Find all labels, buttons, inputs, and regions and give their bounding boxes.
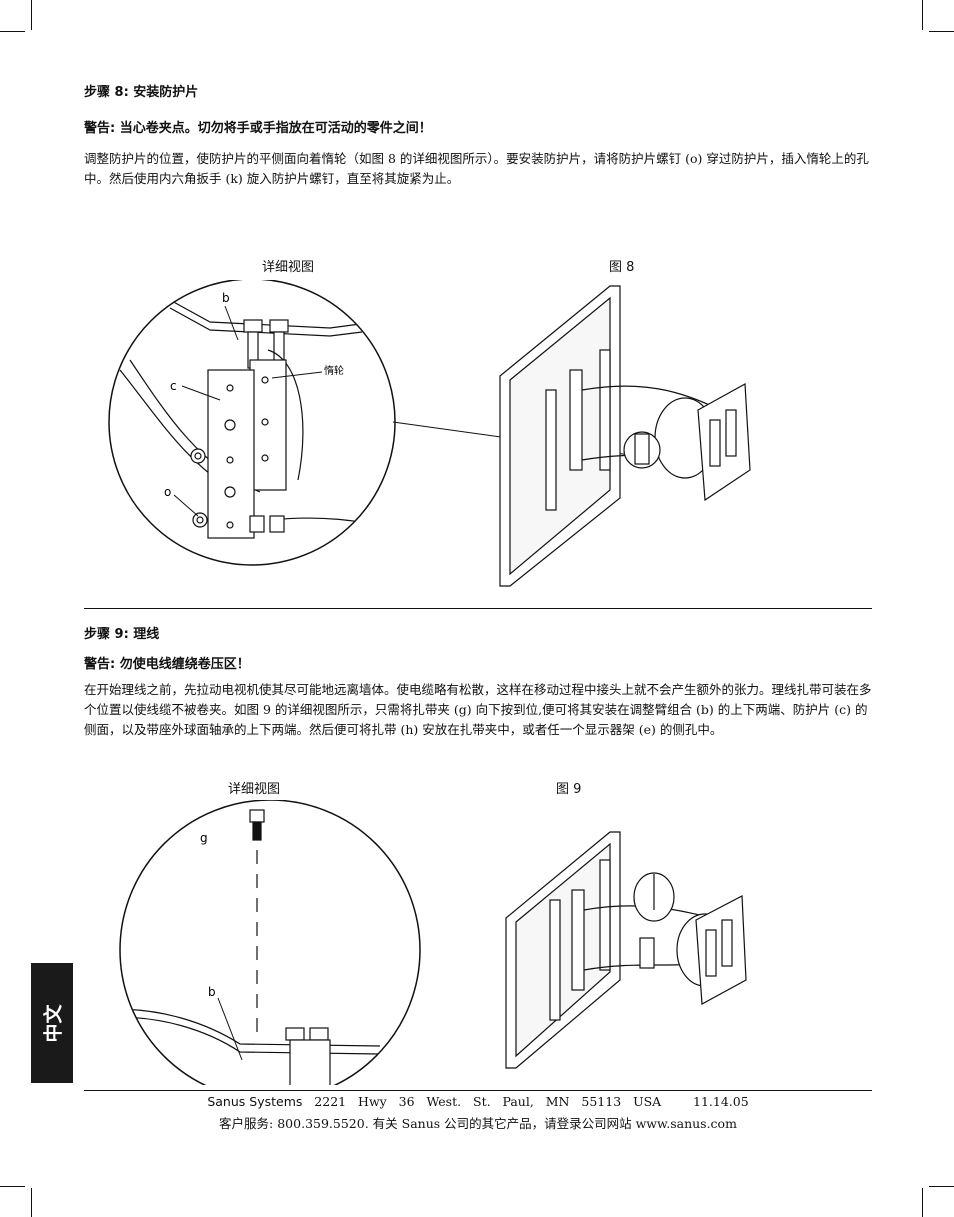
footer-divider [84,1090,872,1091]
callout-b: b [208,985,216,999]
step8-figure-label: 图 8 [609,260,635,275]
figure-8-illustration: b 惰轮 c o [108,280,751,587]
footer-address: 2221 Hwy 36 West. St. Paul, MN 55113 USA… [302,1094,749,1109]
crop-mark [0,31,25,32]
section-divider [84,608,872,609]
step8-detail-label: 详细视图 [262,260,315,275]
figure-9-illustration: g b [119,800,747,1085]
footer-service-line: 客户服务: 800.359.5520. 有关 Sanus 公司的其它产品，请登录… [219,1116,737,1131]
crop-mark [0,1186,25,1187]
crop-mark [31,0,32,30]
callout-c: c [170,379,177,393]
step8-body: 调整防护片的位置，使防护片的平侧面向着惰轮（如图 8 的详细视图所示）。要安装防… [84,151,869,186]
step9-warning: 警告: 勿使电线缠绕卷压区！ [84,657,250,672]
callout-g: g [200,831,208,845]
footer-company: Sanus Systems [207,1094,303,1109]
step9-body: 在开始理线之前，先拉动电视机使其尽可能地远离墙体。使电缆略有松散，这样在移动过程… [84,682,872,737]
crop-mark [922,0,923,30]
language-tab-label: 中文 [42,1003,65,1043]
step9-detail-label: 详细视图 [228,782,281,797]
footer-address-line: Sanus Systems 2221 Hwy 36 West. St. Paul… [84,1094,872,1109]
language-tab: 中文 [31,963,73,1083]
step9-heading: 步骤 9: 理线 [84,627,160,642]
crop-mark [31,1188,32,1217]
step9-figure-label: 图 9 [556,782,582,797]
crop-mark [929,31,954,32]
callout-b: b [222,291,230,305]
callout-idler: 惰轮 [324,364,344,377]
crop-mark [929,1186,954,1187]
crop-mark [922,1188,923,1217]
step8-warning: 警告: 当心卷夹点。切勿将手或手指放在可活动的零件之间！ [84,121,432,136]
callout-o: o [164,485,171,499]
step8-heading: 步骤 8: 安装防护片 [84,85,199,100]
